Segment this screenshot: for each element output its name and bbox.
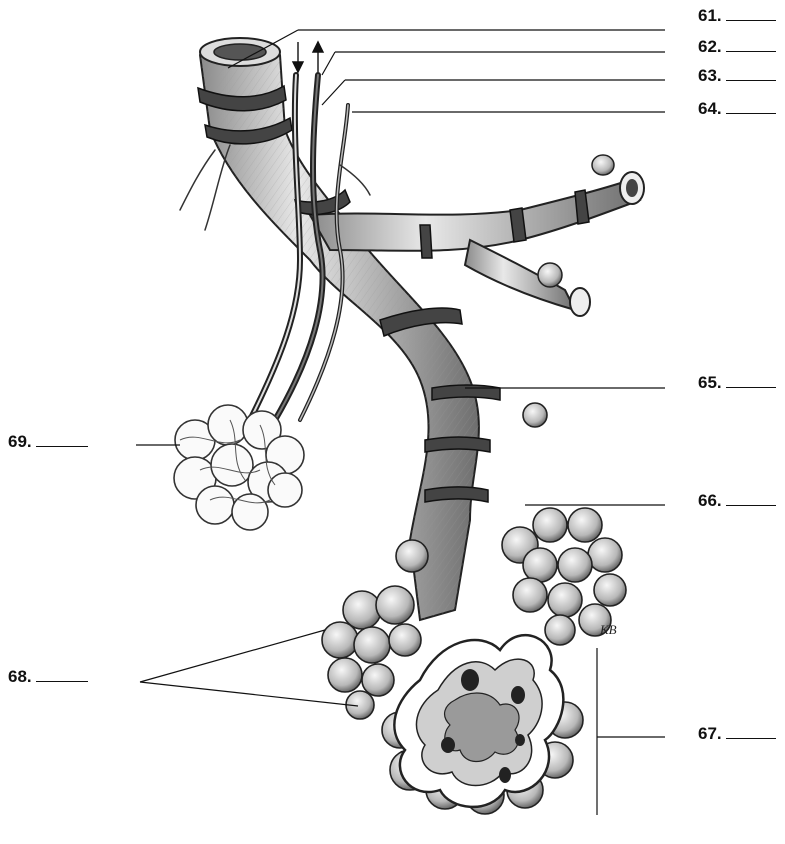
leader-68b [140,682,358,706]
answer-blank-67[interactable] [726,724,776,739]
bronchiole-trunk [200,38,479,620]
label-66: 66. [698,491,776,511]
alveolar-sac-cross-section [382,635,583,814]
label-68: 68. [8,667,88,687]
answer-blank-62[interactable] [726,37,776,52]
artist-signature: KB [600,622,617,638]
label-69: 69. [8,432,88,452]
leader-68a [140,630,325,682]
label-64: 64. [698,99,776,119]
answer-blank-69[interactable] [36,432,88,447]
flow-arrows [293,42,323,72]
answer-blank-66[interactable] [726,491,776,506]
answer-blank-61[interactable] [726,6,776,21]
label-62: 62. [698,37,776,57]
label-65: 65. [698,373,776,393]
answer-blank-65[interactable] [726,373,776,388]
answer-blank-68[interactable] [36,667,88,682]
alveoli-cluster-right [502,403,626,645]
label-63: 63. [698,66,776,86]
alveolar-sac-capillary-network [174,405,304,530]
label-61: 61. [698,6,776,26]
leader-63 [322,80,345,105]
label-67: 67. [698,724,776,744]
answer-blank-64[interactable] [726,99,776,114]
answer-blank-63[interactable] [726,66,776,81]
leader-62 [322,52,335,75]
